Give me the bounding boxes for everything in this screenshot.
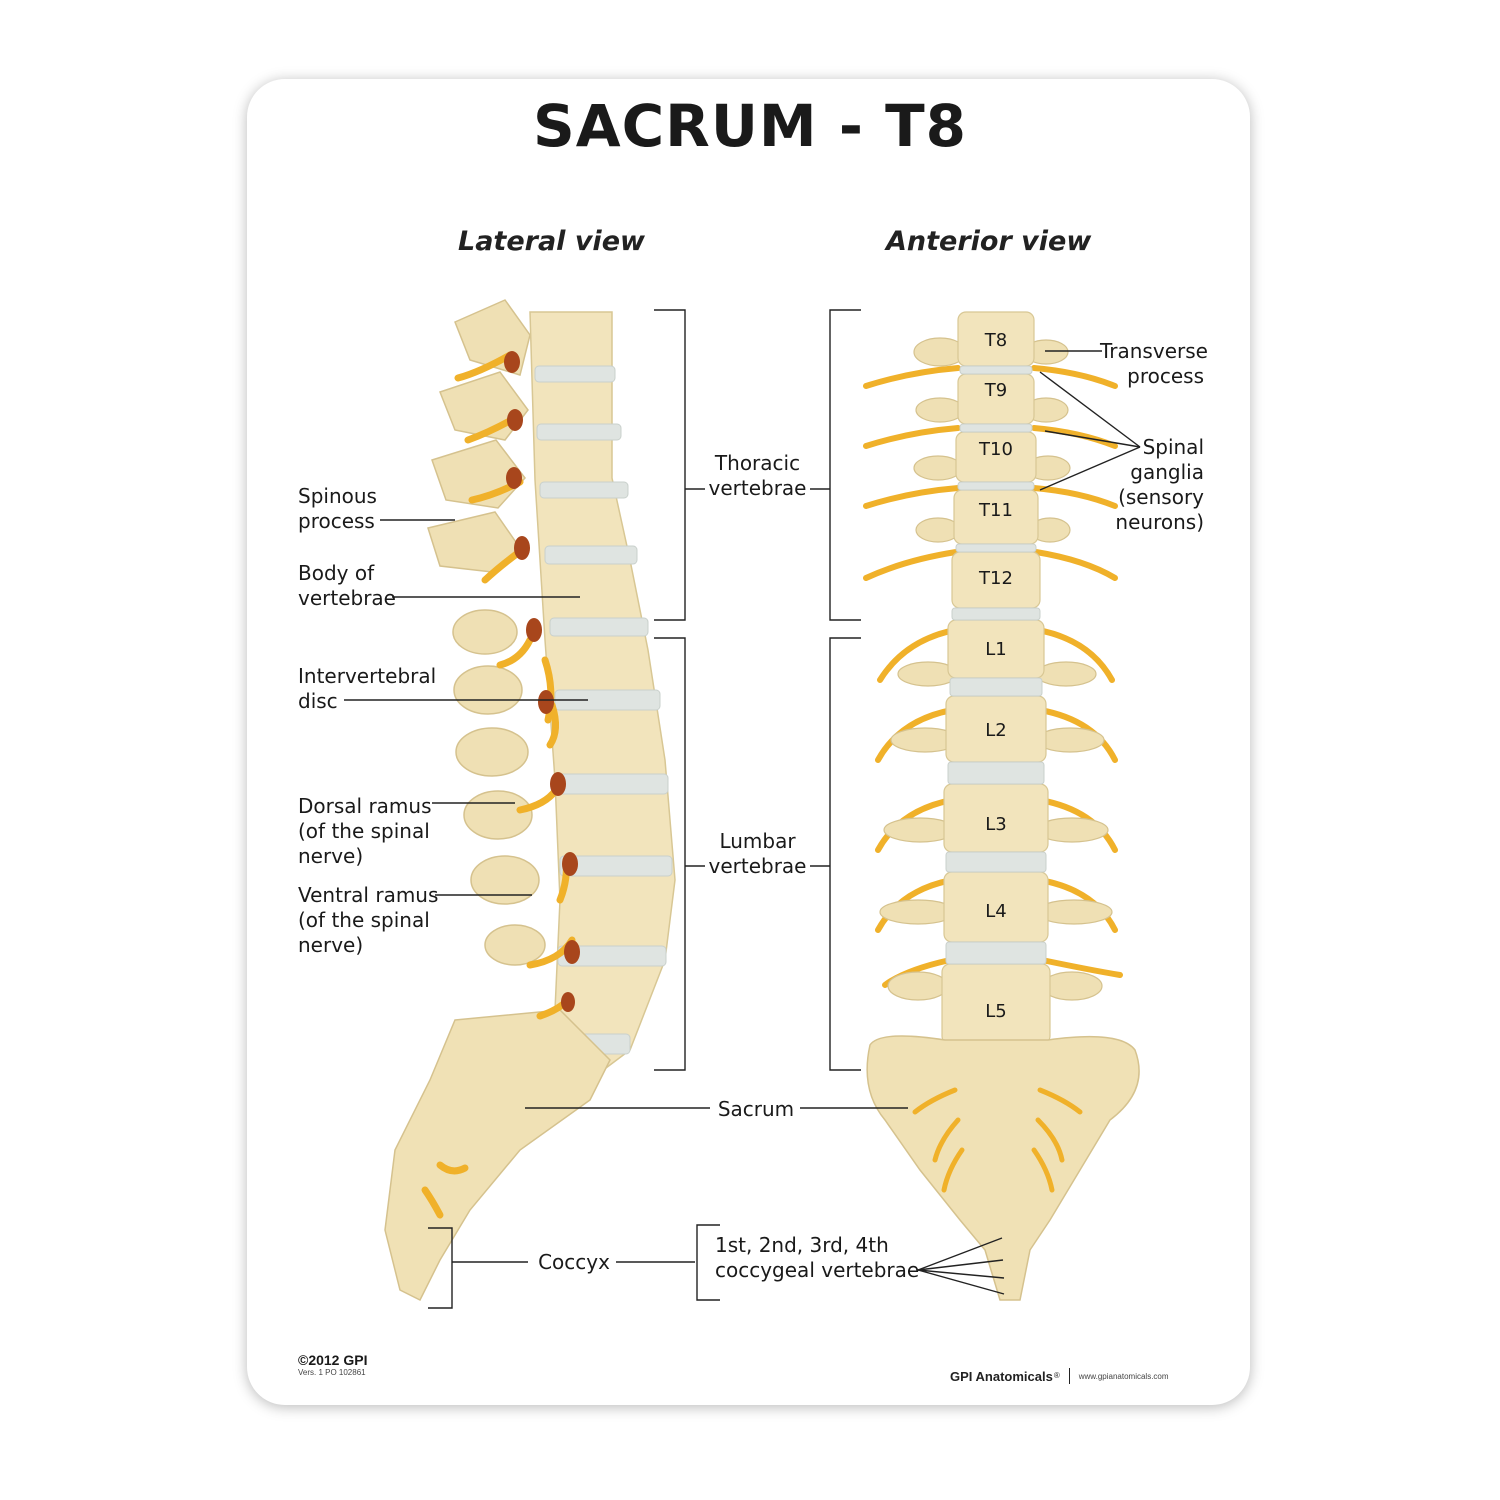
vertebra-label-t12: T12 [978, 568, 1013, 589]
anterior-view-heading: Anterior view [886, 226, 1092, 257]
label-intervertebral-disc: Intervertebral disc [298, 664, 437, 713]
label-coccygeal-vertebrae: 1st, 2nd, 3rd, 4th coccygeal vertebrae [715, 1233, 920, 1282]
footer-divider [1068, 1368, 1070, 1384]
vertebra-label-t10: T10 [978, 439, 1013, 460]
footer-registered-mark: ® [1053, 1370, 1060, 1380]
footer-brand: GPI Anatomicals ® www.gpianatomicals.com [950, 1368, 1169, 1384]
footer-version: Vers. 1 PO 102861 [298, 1368, 366, 1377]
label-transverse-process: Transverse process [1100, 339, 1208, 388]
label-body-of-vertebrae: Body of vertebrae [298, 561, 396, 610]
vertebra-label-l5: L5 [985, 1001, 1006, 1022]
label-thoracic-vertebrae: Thoracic vertebrae [708, 451, 807, 500]
vertebra-label-t9: T9 [984, 380, 1007, 401]
footer-brand-name: GPI Anatomicals [950, 1368, 1053, 1384]
lateral-view-heading: Lateral view [458, 226, 645, 257]
vertebra-label-l4: L4 [985, 901, 1006, 922]
vertebra-labels: T8 T9 T10 T11 T12 L1 L2 L3 L4 L5 [978, 330, 1013, 1022]
anterior-spine [863, 311, 1140, 1301]
label-dorsal-ramus: Dorsal ramus (of the spinal nerve) [298, 794, 432, 868]
label-lumbar-vertebrae: Lumbar vertebrae [708, 829, 807, 878]
footer-url: www.gpianatomicals.com [1078, 1371, 1169, 1381]
vertebra-label-t11: T11 [978, 500, 1013, 521]
label-spinous-process: Spinous process [298, 484, 377, 533]
label-coccyx: Coccyx [538, 1250, 610, 1274]
bracket-lines [344, 309, 1141, 1309]
vertebra-label-l1: L1 [985, 639, 1006, 660]
vertebra-label-t8: T8 [984, 330, 1007, 351]
vertebra-label-l2: L2 [985, 720, 1006, 741]
vertebra-label-l3: L3 [985, 814, 1006, 835]
label-spinal-ganglia: Spinal ganglia (sensory neurons) [1115, 435, 1204, 534]
label-sacrum: Sacrum [717, 1097, 795, 1121]
lateral-spine [384, 299, 676, 1302]
footer-copyright: ©2012 GPI [298, 1352, 368, 1368]
label-ventral-ramus: Ventral ramus (of the spinal nerve) [298, 883, 439, 957]
page-title: SACRUM - T8 [532, 92, 968, 160]
